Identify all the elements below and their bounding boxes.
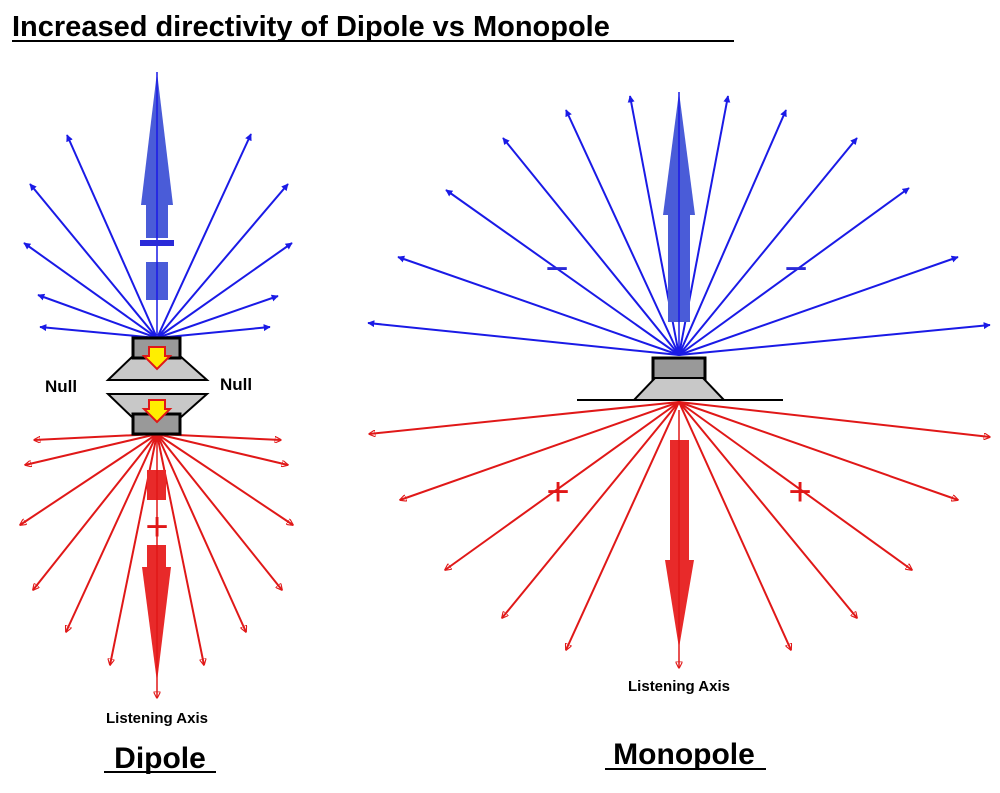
- dipole-negative-arrow-9: [66, 134, 158, 339]
- dipole-null-right: Null: [220, 375, 252, 394]
- dipole-negative-arrow-1: [39, 324, 158, 339]
- dipole-up-main-arrow: [141, 72, 173, 335]
- monopole-negative-arrows: [367, 95, 991, 356]
- monopole-positive-arrow-4: [678, 401, 958, 500]
- dipole-speaker-bottom: [105, 393, 210, 436]
- monopole-positive-arrow-9: [566, 401, 680, 650]
- monopole-positive-arrow-7: [502, 401, 680, 618]
- dipole-negative-arrow-6: [156, 242, 293, 339]
- monopole-plus-right: +: [788, 470, 811, 514]
- dipole-negative-arrow-4: [156, 294, 279, 339]
- monopole-negative-arrow-6: [678, 187, 910, 356]
- dipole-null-left: Null: [45, 377, 77, 396]
- monopole-axis-label: Listening Axis: [628, 678, 730, 695]
- monopole-negative-arrow-3: [397, 255, 680, 356]
- monopole-speaker: [577, 356, 783, 401]
- monopole-positive-arrow-8: [678, 401, 857, 618]
- monopole-negative-arrow-8: [678, 137, 858, 356]
- dipole-positive-arrow-9: [66, 433, 158, 632]
- monopole-positive-arrow-10: [678, 401, 791, 650]
- dipole-negative-arrow-10: [156, 133, 252, 339]
- dipole-minus-bar: [140, 240, 174, 246]
- monopole-minus-left: −: [545, 247, 568, 291]
- monopole-positive-arrow-1: [369, 401, 680, 434]
- dipole-negative-arrow-7: [29, 183, 158, 339]
- dipole-negative-arrow-8: [156, 183, 289, 339]
- dipole-positive-arrow-7: [33, 433, 158, 590]
- dipole-negative-arrow-3: [37, 293, 158, 339]
- monopole-negative-arrow-5: [445, 189, 680, 356]
- monopole-negative-arrow-4: [678, 255, 959, 356]
- dipole-positive-arrow-3: [25, 433, 158, 465]
- monopole-label: Monopole: [613, 738, 755, 771]
- dipole-plus-sign: +: [145, 505, 168, 549]
- dipole-negative-arrow-5: [23, 242, 158, 339]
- dipole-positive-arrow-4: [156, 433, 288, 465]
- dipole-negative-arrows: [23, 133, 293, 339]
- monopole-up-main-arrow: [663, 92, 695, 355]
- monopole-down-main-arrow: [665, 410, 694, 668]
- monopole-minus-right: −: [784, 247, 807, 291]
- dipole-positive-arrow-8: [156, 433, 282, 590]
- monopole-negative-arrow-7: [502, 137, 680, 356]
- monopole-positive-arrow-6: [678, 401, 912, 570]
- monopole-negative-arrow-9: [565, 109, 680, 356]
- dipole-positive-arrow-10: [156, 433, 246, 632]
- dipole-positive-arrow-6: [156, 433, 293, 525]
- monopole-positive-arrow-3: [400, 401, 680, 500]
- monopole-negative-arrow-10: [678, 109, 787, 356]
- monopole-negative-arrow-1: [367, 320, 680, 356]
- dipole-down-main-arrow: [142, 430, 171, 698]
- monopole-plus-left: +: [546, 470, 569, 514]
- dipole-label: Dipole: [114, 742, 206, 775]
- monopole-positive-arrow-5: [445, 401, 680, 570]
- dipole-positive-arrow-5: [20, 433, 158, 525]
- monopole-positive-arrow-2: [678, 401, 990, 437]
- monopole-positive-arrows: [369, 401, 990, 650]
- diagram-title: Increased directivity of Dipole vs Monop…: [12, 11, 610, 43]
- dipole-axis-label: Listening Axis: [106, 710, 208, 727]
- dipole-negative-arrow-2: [156, 324, 271, 339]
- monopole-negative-arrow-2: [678, 322, 991, 356]
- dipole-speaker-top: [105, 336, 210, 381]
